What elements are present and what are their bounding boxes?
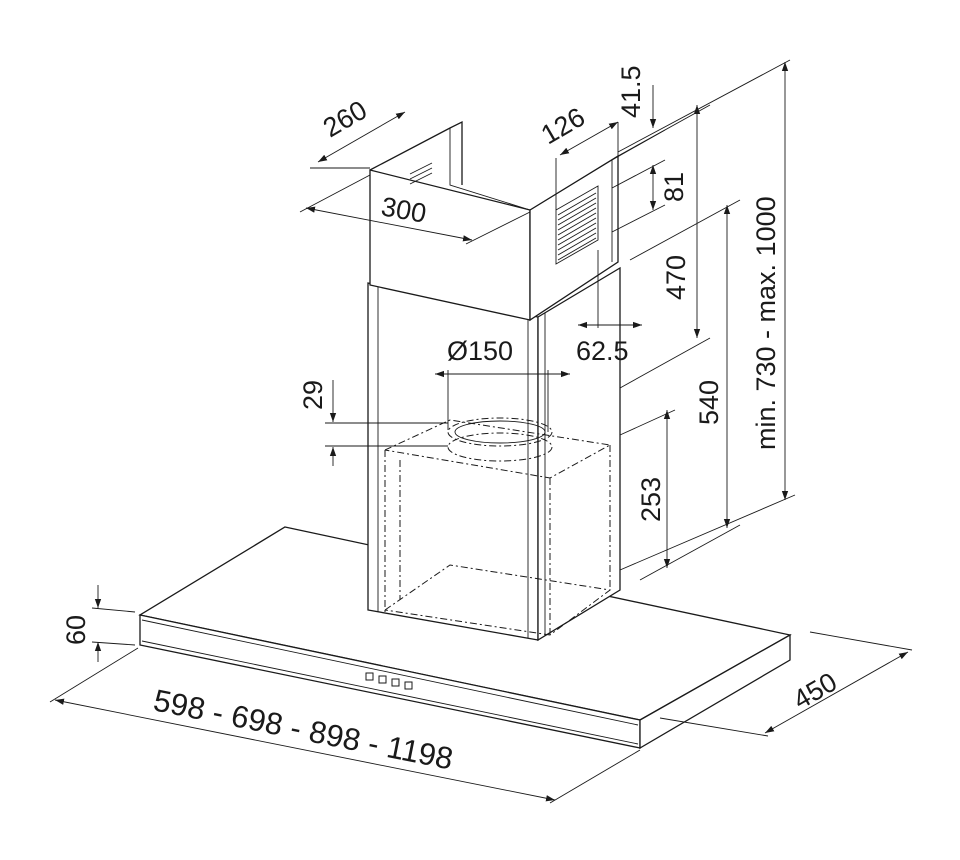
- label-outlet-diameter: Ø150: [447, 336, 513, 366]
- vent-slot: [557, 192, 597, 216]
- ext-line: [617, 59, 791, 153]
- upper-chimney-back-flange: [369, 120, 463, 185]
- ext-line: [619, 337, 711, 389]
- dim-upper-chimney: [617, 104, 711, 389]
- vent-slot: [557, 217, 597, 241]
- control-button-3: [391, 678, 400, 687]
- lower-chimney: [367, 266, 621, 642]
- vent-frame: [555, 185, 599, 265]
- dim-lower-chimney: [629, 199, 741, 581]
- outlet-ring-hidden: [447, 417, 553, 447]
- dim-line: [559, 121, 619, 156]
- control-button-4: [404, 681, 413, 690]
- ext-line: [611, 159, 666, 189]
- motor-bottom: [384, 564, 612, 636]
- dim-line: [317, 111, 406, 163]
- label-outlet-collar: 29: [298, 380, 328, 410]
- vent-slot: [557, 212, 597, 236]
- ext-line: [465, 211, 531, 245]
- vent-slot: [557, 207, 597, 231]
- dim-canopy-depth: [659, 631, 913, 737]
- canopy-edge: [141, 619, 639, 726]
- motor-top: [384, 419, 612, 479]
- dim-vent-side: [578, 250, 642, 329]
- ext-line: [619, 494, 796, 571]
- vent-slot: [557, 232, 597, 256]
- control-button-2: [378, 675, 387, 684]
- ext-line: [619, 409, 676, 436]
- dim-chimney-width: [299, 174, 531, 245]
- ext-line: [49, 647, 139, 703]
- vent-slot: [557, 227, 597, 251]
- ext-line: [611, 204, 666, 233]
- label-top-gap: 41.5: [616, 65, 646, 118]
- control-button-1: [365, 672, 374, 681]
- dim-canopy-width: [49, 647, 641, 804]
- ext-line: [639, 524, 741, 581]
- outlet-ring: [454, 420, 546, 444]
- vent-slot: [557, 202, 597, 226]
- ext-line: [617, 104, 711, 157]
- label-vent-height: 81: [659, 172, 689, 202]
- vent-slot: [557, 197, 597, 221]
- label-upper-chimney: 470: [661, 255, 691, 300]
- ext-line: [549, 749, 641, 804]
- dim-chimney-depth: [310, 111, 406, 169]
- lower-chimney-side: [537, 266, 621, 642]
- control-panel: [365, 672, 413, 690]
- label-motor-height: 253: [636, 477, 666, 522]
- dim-line: [764, 651, 909, 734]
- outlet-ring-lower: [447, 432, 553, 462]
- dim-outlet-diameter: [435, 370, 570, 432]
- ext-line: [629, 199, 741, 261]
- vent-slot: [557, 237, 597, 261]
- label-vent-side: 62.5: [576, 336, 629, 366]
- dim-line: [305, 206, 473, 242]
- ext-line: [299, 174, 371, 213]
- motor-housing-hidden: [384, 417, 612, 636]
- upper-chimney-back-edge: [449, 128, 531, 211]
- ext-line: [659, 717, 769, 737]
- ext-line: [91, 607, 136, 613]
- vent-slot: [409, 162, 433, 175]
- vent-grille: [409, 162, 599, 265]
- vent-slot: [557, 222, 597, 246]
- vent-slot: [409, 167, 433, 180]
- vent-slot: [409, 172, 433, 185]
- ext-line: [91, 641, 136, 646]
- dim-vent-offset: [555, 121, 619, 210]
- label-total-height: min. 730 - max. 1000: [751, 196, 781, 450]
- dim-outlet-collar: [325, 380, 448, 466]
- dim-motor-height: [619, 409, 676, 568]
- label-lower-chimney: 540: [694, 380, 724, 425]
- dim-total-height: [617, 59, 796, 571]
- dim-line: [54, 698, 556, 802]
- canopy-bottom-edge: [141, 640, 639, 745]
- ext-line: [809, 631, 913, 651]
- label-canopy-depth: 450: [788, 667, 842, 716]
- dim-canopy-height: [91, 585, 136, 662]
- label-canopy-height: 60: [61, 615, 91, 645]
